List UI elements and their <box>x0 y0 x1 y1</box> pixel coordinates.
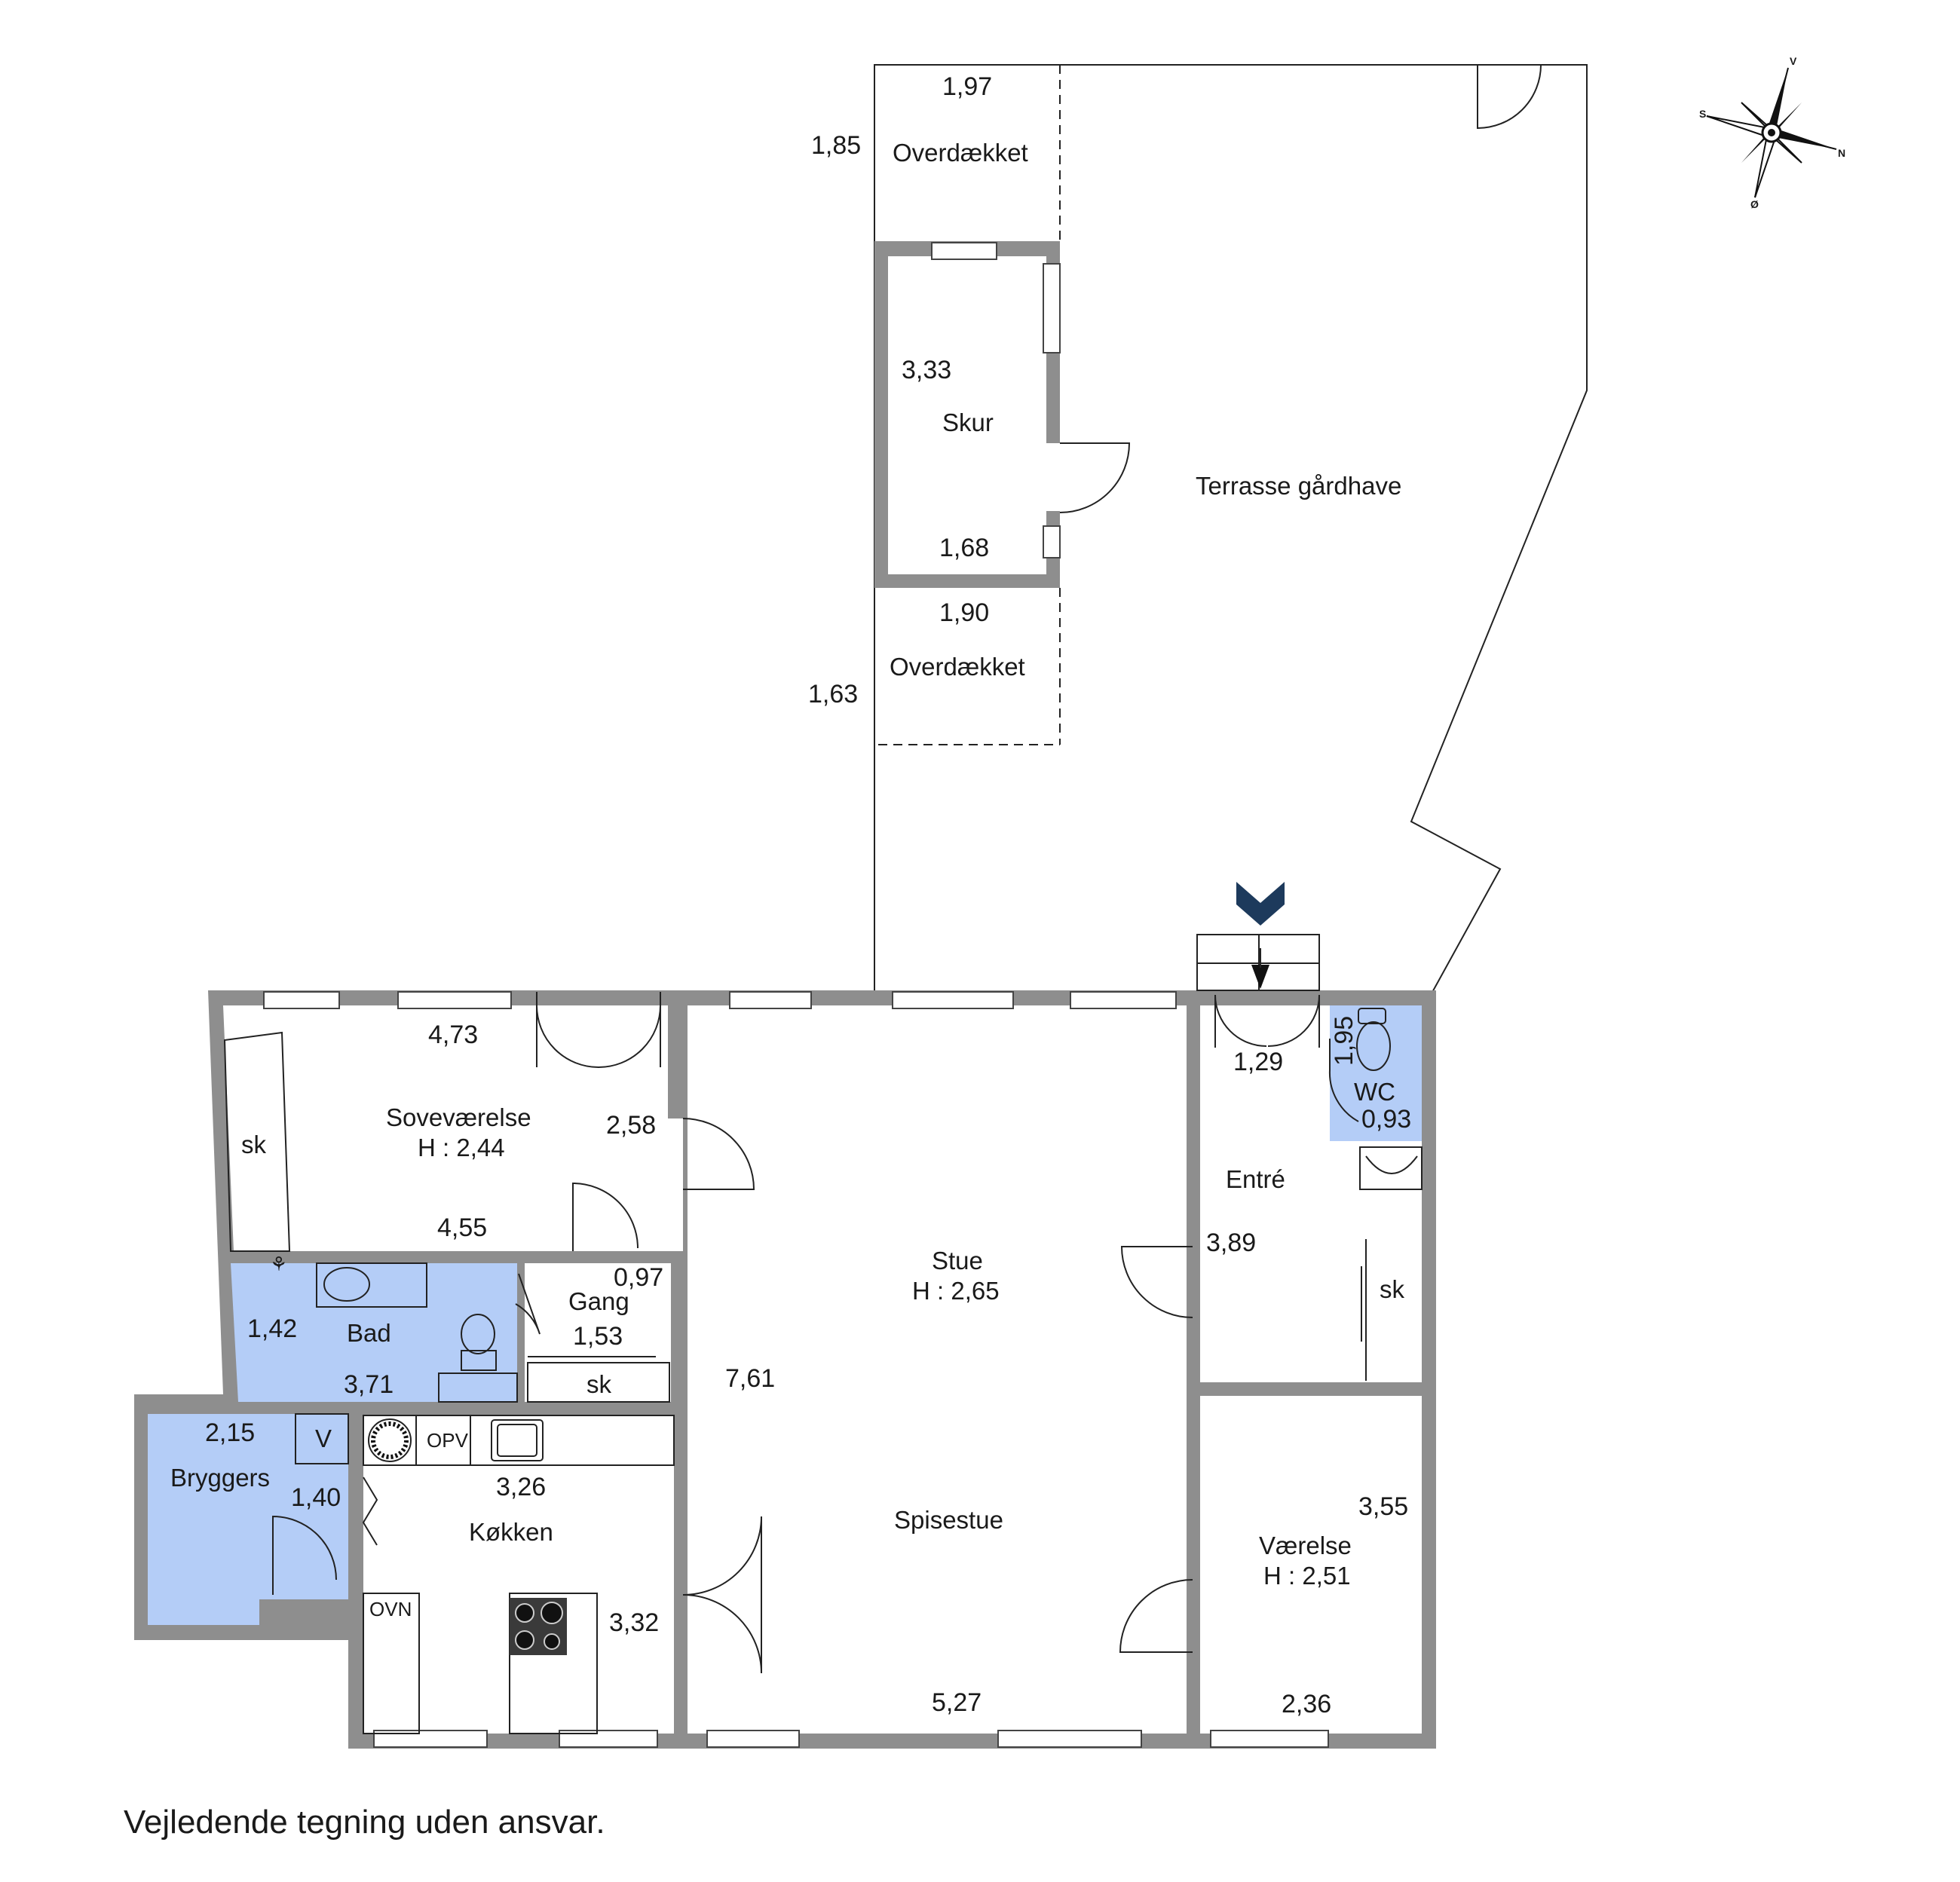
bad-shower-icon: ⚘ <box>270 1253 287 1275</box>
dim-bryggers-h: 1,40 <box>291 1483 341 1512</box>
kitchen-sink-icon <box>491 1419 544 1461</box>
compass-n-label: N <box>1838 147 1845 159</box>
room-height-sovevaerelse: H : 2,44 <box>418 1134 505 1161</box>
dim-overdaekket-top-h: 1,85 <box>811 131 861 160</box>
appliance-label-opv: OPV <box>427 1429 469 1452</box>
fan-icon <box>368 1418 412 1462</box>
dim-bad-h: 1,42 <box>247 1314 297 1343</box>
bad-sink-icon <box>316 1262 427 1308</box>
bedroom-closet-outline <box>223 1031 291 1252</box>
room-label-sk-gang: sk <box>586 1370 612 1398</box>
dim-wc-h: 1,95 <box>1330 1016 1358 1066</box>
bedroom-stue-door <box>682 1118 755 1190</box>
appliance-label-ovn: OVN <box>369 1598 412 1620</box>
entrance-door <box>1214 994 1320 1048</box>
room-label-terrasse: Terrasse gårdhave <box>1196 472 1401 500</box>
dim-skur-h: 3,33 <box>902 356 951 384</box>
cooktop-icon <box>510 1598 567 1655</box>
house-walls <box>134 990 1436 1749</box>
dim-koekken-w: 3,26 <box>496 1473 546 1501</box>
dim-sovevaerelse-side: 2,58 <box>606 1111 656 1140</box>
dim-sovevaerelse-bottom: 4,55 <box>437 1213 487 1242</box>
entre-sink <box>1359 1146 1423 1190</box>
bedroom-terrace-door <box>536 992 661 1068</box>
overdaekket-top-outline <box>874 65 1061 241</box>
dim-gang-w: 0,97 <box>614 1263 663 1292</box>
disclaimer-text: Vejledende tegning uden ansvar. <box>124 1804 605 1841</box>
compass-rose-icon: V N S Ø <box>1699 55 1845 210</box>
skur-window-top <box>931 242 997 260</box>
wc-toilet-icon <box>1356 1008 1391 1071</box>
dim-sovevaerelse-top: 4,73 <box>428 1021 478 1049</box>
compass-o-label: Ø <box>1750 198 1759 210</box>
room-label-vaerelse: Værelse <box>1259 1532 1352 1559</box>
entrance-chevron-icon <box>1236 882 1285 926</box>
room-label-spisestue: Spisestue <box>894 1506 1003 1534</box>
bad-toilet-icon <box>461 1314 497 1371</box>
bryggers-door <box>272 1515 337 1595</box>
wc-door <box>1328 1039 1359 1122</box>
bad-cabinet <box>438 1372 518 1403</box>
kitchen-spisestue-door <box>682 1516 762 1674</box>
entrance-arrow-icon <box>1251 965 1269 989</box>
dim-overdaekket-bottom-h: 1,63 <box>808 680 858 708</box>
dim-skur-w: 1,68 <box>939 534 989 562</box>
room-label-wc: WC <box>1354 1078 1395 1106</box>
terrace-door-swing <box>1477 64 1542 130</box>
compass-v-label: V <box>1790 55 1797 67</box>
stue-entre-door <box>1120 1246 1193 1318</box>
bryggers-v-box <box>295 1413 349 1464</box>
appliance-label-v: V <box>315 1425 332 1452</box>
kitchen-counter-top <box>363 1415 675 1466</box>
dim-entre-h: 3,89 <box>1206 1229 1256 1257</box>
bad-door <box>515 1273 541 1335</box>
gang-closet <box>527 1362 670 1403</box>
dim-vaerelse-h: 3,55 <box>1358 1492 1408 1521</box>
skur-walls <box>874 241 1061 588</box>
overdaekket-bottom-outline <box>878 588 1061 745</box>
house-windows <box>263 991 1329 1748</box>
room-label-overdaekket-top: Overdækket <box>893 139 1028 167</box>
room-label-skur: Skur <box>942 409 994 436</box>
room-label-overdaekket-bottom: Overdækket <box>890 653 1025 681</box>
room-label-entre: Entré <box>1226 1165 1285 1193</box>
dim-bad-w: 3,71 <box>344 1370 394 1399</box>
compass-s-label: S <box>1699 108 1706 120</box>
room-label-sk-bedroom: sk <box>241 1131 267 1158</box>
dim-overdaekket-bottom-w: 1,90 <box>939 598 989 627</box>
dim-wc-w: 0,93 <box>1361 1105 1411 1134</box>
room-label-bryggers: Bryggers <box>170 1464 270 1492</box>
bedroom-gang-door <box>572 1182 639 1251</box>
dim-entre-w: 1,29 <box>1233 1048 1283 1076</box>
dim-overdaekket-top-w: 1,97 <box>942 72 992 101</box>
skur-door-swing <box>1059 442 1131 513</box>
dim-stue-bottom: 5,27 <box>932 1688 982 1717</box>
room-height-vaerelse: H : 2,51 <box>1263 1562 1351 1590</box>
room-label-gang: Gang <box>568 1287 629 1315</box>
room-label-bad: Bad <box>347 1319 391 1347</box>
dim-bryggers-w: 2,15 <box>205 1418 255 1447</box>
dim-vaerelse-w: 2,36 <box>1282 1690 1331 1718</box>
spisestue-vaerelse-door <box>1119 1579 1193 1653</box>
dim-stue-h: 7,61 <box>725 1364 775 1393</box>
room-label-sovevaerelse: Soveværelse <box>386 1103 531 1131</box>
skur-window-right <box>1043 263 1061 353</box>
dim-gang-h: 1,53 <box>573 1322 623 1351</box>
room-label-sk-entre: sk <box>1380 1275 1405 1303</box>
room-label-stue: Stue <box>932 1247 983 1275</box>
kitchen-island <box>509 1593 598 1734</box>
room-height-stue: H : 2,65 <box>912 1277 1000 1305</box>
oven-cabinet <box>363 1593 420 1734</box>
skur-window-right-small <box>1043 525 1061 558</box>
room-label-koekken: Køkken <box>469 1518 553 1546</box>
bryggers-kitchen-door <box>362 1477 378 1546</box>
dim-koekken-h: 3,32 <box>609 1608 659 1637</box>
